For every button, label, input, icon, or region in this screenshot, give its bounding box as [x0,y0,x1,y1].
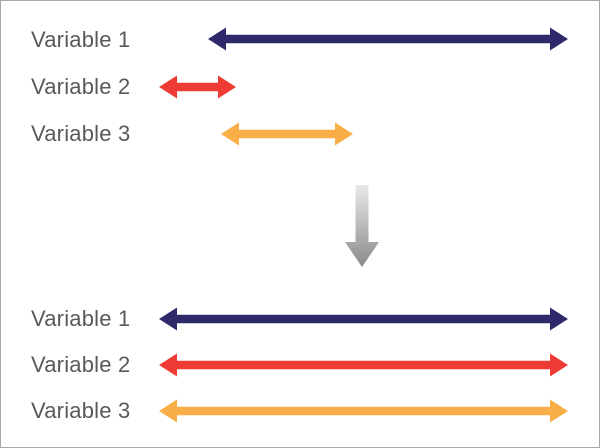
after-variable-1-arrow [159,307,568,331]
transformation-down-arrow [345,185,379,267]
before-variable-1-arrow [208,27,568,51]
after-variable-2-arrow [159,353,568,377]
before-variable-3-label: Variable 3 [31,121,131,146]
before-variable-3-arrow [221,122,353,146]
before-variable-2-label: Variable 2 [31,74,131,99]
after-variable-3-label: Variable 3 [31,398,131,423]
before-variable-1-label: Variable 1 [31,27,131,52]
before-variable-2-arrow [159,75,236,99]
after-variable-1-label: Variable 1 [31,306,131,331]
after-variable-2-label: Variable 2 [31,352,131,377]
after-variable-3-arrow [159,399,568,423]
